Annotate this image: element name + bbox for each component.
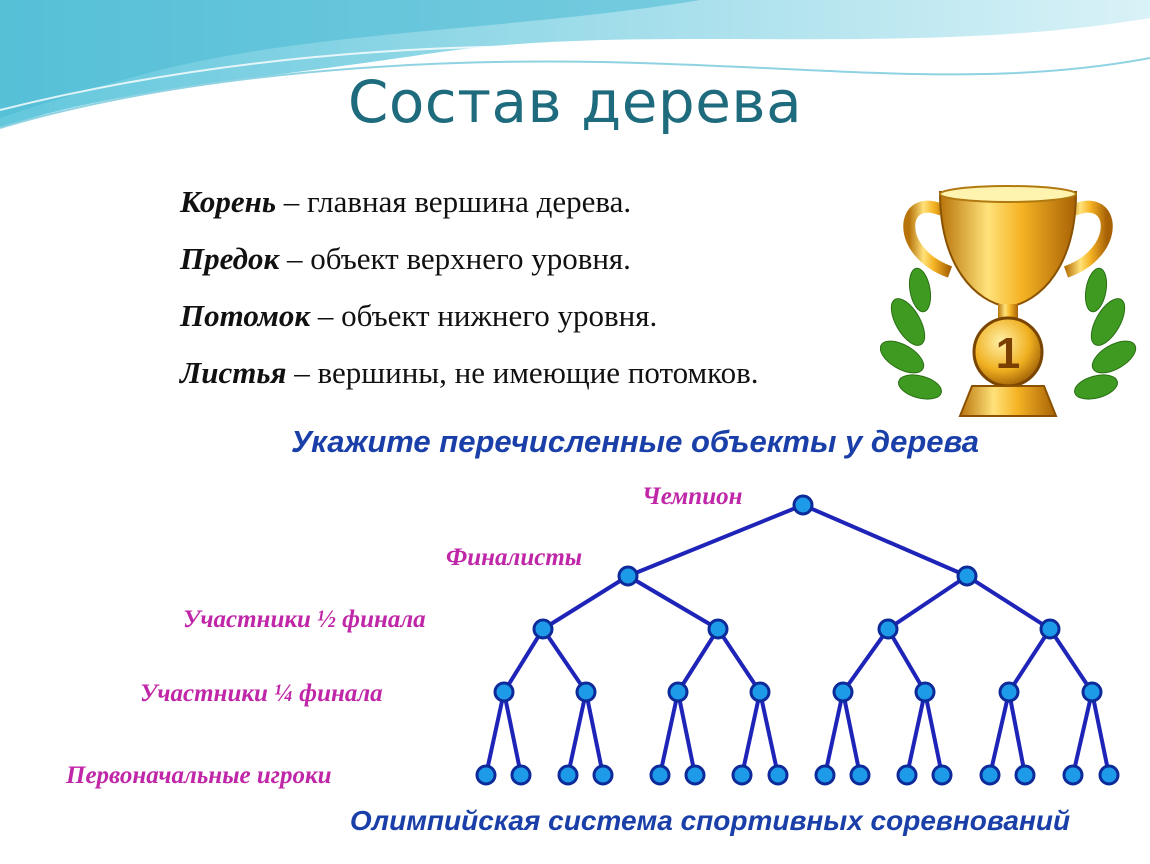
tree-edge xyxy=(841,627,890,694)
tree-edge xyxy=(841,691,862,776)
tree-edge xyxy=(886,574,969,631)
definition-ancestor: Предок – объект верхнего уровня. xyxy=(180,239,759,296)
tree-edge xyxy=(886,627,927,694)
definition-root: Корень – главная вершина дерева. xyxy=(180,182,759,239)
definition-text: – объект нижнего уровня. xyxy=(310,298,658,333)
tree-edge xyxy=(1071,691,1094,776)
node-champion xyxy=(792,494,814,516)
node-initial-player xyxy=(731,764,753,786)
tree-edge xyxy=(584,691,605,776)
tree-edge xyxy=(1090,691,1111,776)
node-initial-player xyxy=(896,764,918,786)
term: Листья xyxy=(180,355,287,390)
node-initial-player xyxy=(510,764,532,786)
node-quarterfinalist xyxy=(1081,681,1103,703)
trophy-icon: 1 xyxy=(880,185,1137,417)
definition-text: – вершины, не имеющие потомков. xyxy=(286,355,759,390)
node-initial-player xyxy=(475,764,497,786)
tree-edge xyxy=(484,691,506,776)
tree-edge xyxy=(541,627,588,694)
node-initial-player xyxy=(931,764,953,786)
tree-edge xyxy=(905,691,927,776)
tree-edge xyxy=(923,691,944,776)
diagram-caption: Олимпийская система спортивных соревнова… xyxy=(349,805,1071,836)
node-quarterfinalist xyxy=(749,681,771,703)
node-finalist xyxy=(956,565,978,587)
node-initial-player xyxy=(767,764,789,786)
tree-edge xyxy=(1048,627,1094,694)
node-initial-player xyxy=(684,764,706,786)
node-initial-player xyxy=(1014,764,1036,786)
node-initial-player xyxy=(557,764,579,786)
node-initial-player xyxy=(592,764,614,786)
tree-edge xyxy=(627,503,804,578)
tree-edge xyxy=(502,691,523,776)
tree-edge xyxy=(988,691,1011,776)
tree-edge xyxy=(676,627,720,694)
tree-edge xyxy=(1007,691,1027,776)
node-quarterfinalist xyxy=(667,681,689,703)
tree-edge xyxy=(566,691,588,776)
tree-edge xyxy=(502,627,545,694)
level-label-initial-players: Первоначальные игроки xyxy=(66,762,332,789)
tree-edge xyxy=(626,574,720,631)
node-semifinalist xyxy=(532,618,554,640)
node-finalist xyxy=(617,565,639,587)
node-quarterfinalist xyxy=(832,681,854,703)
definition-text: – главная вершина дерева. xyxy=(275,184,632,219)
trophy-number: 1 xyxy=(996,329,1020,378)
node-initial-player xyxy=(1062,764,1084,786)
level-label-champion: Чемпион xyxy=(642,483,743,510)
node-quarterfinalist xyxy=(914,681,936,703)
level-label-semifinalists: Участники ½ финала xyxy=(183,606,426,633)
node-initial-player xyxy=(979,764,1001,786)
node-initial-player xyxy=(849,764,871,786)
term: Потомок xyxy=(180,298,311,333)
slide-title: Состав дерева xyxy=(347,68,803,136)
tree-edge xyxy=(823,691,845,776)
node-semifinalist xyxy=(1039,618,1061,640)
tree-edge xyxy=(1007,627,1052,694)
node-semifinalist xyxy=(707,618,729,640)
tree-edge xyxy=(965,574,1052,631)
node-quarterfinalist xyxy=(493,681,515,703)
node-initial-player xyxy=(814,764,836,786)
task-instruction: Укажите перечисленные объекты у дерева xyxy=(290,424,980,459)
level-label-finalists: Финалисты xyxy=(446,544,583,571)
tree-edge xyxy=(802,503,968,578)
term: Корень xyxy=(180,184,276,219)
definition-text: – объект верхнего уровня. xyxy=(279,241,631,276)
node-semifinalist xyxy=(877,618,899,640)
tree-edge xyxy=(758,691,780,776)
tree-edge xyxy=(716,627,762,694)
tree-edge xyxy=(676,691,697,776)
tree-edge xyxy=(740,691,762,776)
node-quarterfinalist xyxy=(998,681,1020,703)
node-quarterfinalist xyxy=(575,681,597,703)
term: Предок xyxy=(180,241,280,276)
level-label-quarterfinalists: Участники ¼ финала xyxy=(140,680,383,707)
definition-leaves: Листья – вершины, не имеющие потомков. xyxy=(180,353,759,410)
tree-edge xyxy=(541,574,630,631)
node-initial-player xyxy=(1098,764,1120,786)
definitions-list: Корень – главная вершина дерева. Предок … xyxy=(180,182,759,410)
definition-descendant: Потомок – объект нижнего уровня. xyxy=(180,296,759,353)
tree-edge xyxy=(658,691,680,776)
node-initial-player xyxy=(649,764,671,786)
